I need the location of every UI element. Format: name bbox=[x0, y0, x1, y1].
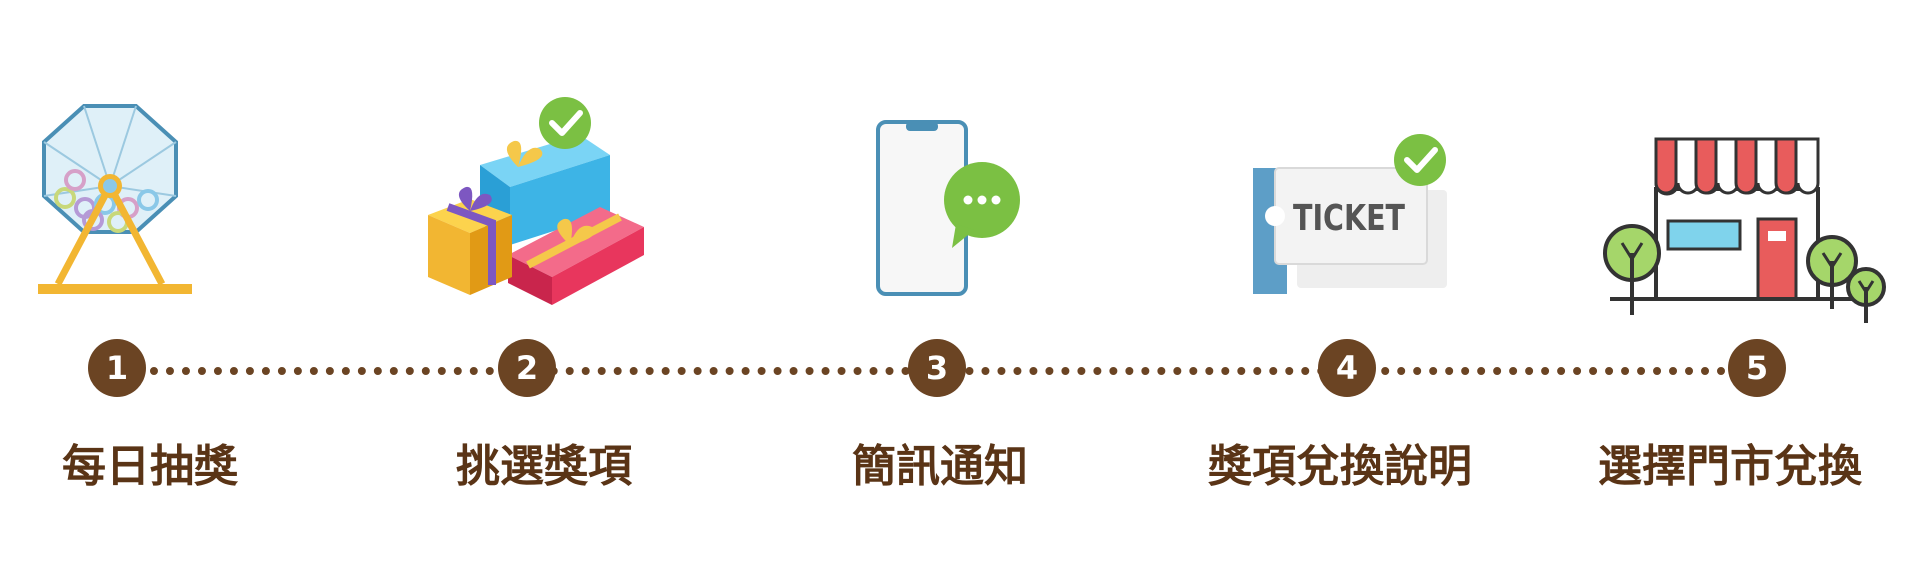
step-number-4: 4 bbox=[1318, 339, 1376, 397]
step-label-4: 獎項兌換說明 bbox=[1208, 441, 1472, 492]
gift-boxes-icon bbox=[428, 97, 644, 305]
ticket-icon: TICKET bbox=[1253, 134, 1447, 294]
ticket-text: TICKET bbox=[1293, 198, 1405, 239]
step-number-3: 3 bbox=[908, 339, 966, 397]
step-label-3: 簡訊通知 bbox=[852, 441, 1028, 492]
step-label-1: 每日抽獎 bbox=[62, 441, 238, 492]
store-icon bbox=[1603, 137, 1886, 323]
step-number-5: 5 bbox=[1728, 339, 1786, 397]
step-label-2: 挑選獎項 bbox=[456, 441, 632, 492]
step-number-1: 1 bbox=[88, 339, 146, 397]
lottery-drum-icon bbox=[38, 104, 192, 294]
step-label-5: 選擇門市兌換 bbox=[1598, 441, 1862, 492]
phone-message-icon bbox=[876, 120, 1020, 296]
step-number-2: 2 bbox=[498, 339, 556, 397]
